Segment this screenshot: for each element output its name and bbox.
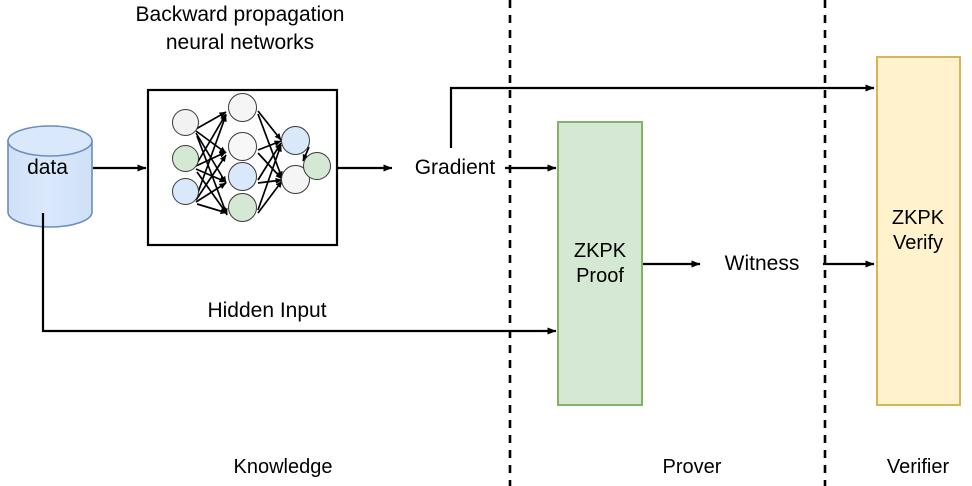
datastore-cylinder — [7, 125, 93, 228]
zkpk-verify-label: ZKPK Verify — [875, 206, 961, 256]
nn-output-node-1 — [303, 152, 331, 180]
section-label-prover: Prover — [662, 456, 722, 478]
nn-hidden1-node-3 — [228, 162, 257, 191]
nn-hidden2-node-1 — [281, 126, 310, 155]
zkpk-verify-label-line-2: Verify — [892, 232, 944, 254]
witness-label: Witness — [720, 251, 804, 277]
nn-input-node-3 — [172, 178, 199, 205]
diagram-title: Backward propagation neural networks — [90, 1, 390, 56]
zkpk-proof-label-line-2: Proof — [576, 265, 624, 287]
zkpk-proof-label-line-1: ZKPK — [573, 240, 627, 262]
nn-hidden1-node-1 — [228, 93, 257, 122]
nn-edges-input-to-hidden1 — [195, 111, 228, 216]
hidden-input-label: Hidden Input — [203, 298, 331, 324]
zkpk-verify-box[interactable] — [876, 56, 961, 406]
nn-input-node-2 — [172, 145, 199, 172]
gradient-label: Gradient — [410, 155, 500, 181]
section-label-verifier: Verifier — [886, 456, 950, 478]
zkpk-proof-label: ZKPK Proof — [558, 239, 642, 289]
nn-input-node-1 — [172, 109, 199, 136]
datastore-label: data — [27, 156, 68, 180]
nn-edges-hidden1-to-hidden2 — [257, 110, 283, 214]
arrow-hidden-input-to-proof — [41, 213, 557, 335]
arrow-gradient-to-verify — [449, 84, 875, 148]
zkpk-proof-box[interactable] — [557, 121, 643, 406]
nn-hidden1-node-2 — [228, 132, 257, 161]
diagram-title-line-2: neural networks — [165, 30, 315, 54]
nn-hidden1-node-4 — [228, 193, 257, 222]
zkpk-verify-label-line-1: ZKPK — [891, 207, 945, 229]
section-label-knowledge: Knowledge — [233, 456, 333, 478]
diagram-title-line-1: Backward propagation — [135, 3, 345, 26]
